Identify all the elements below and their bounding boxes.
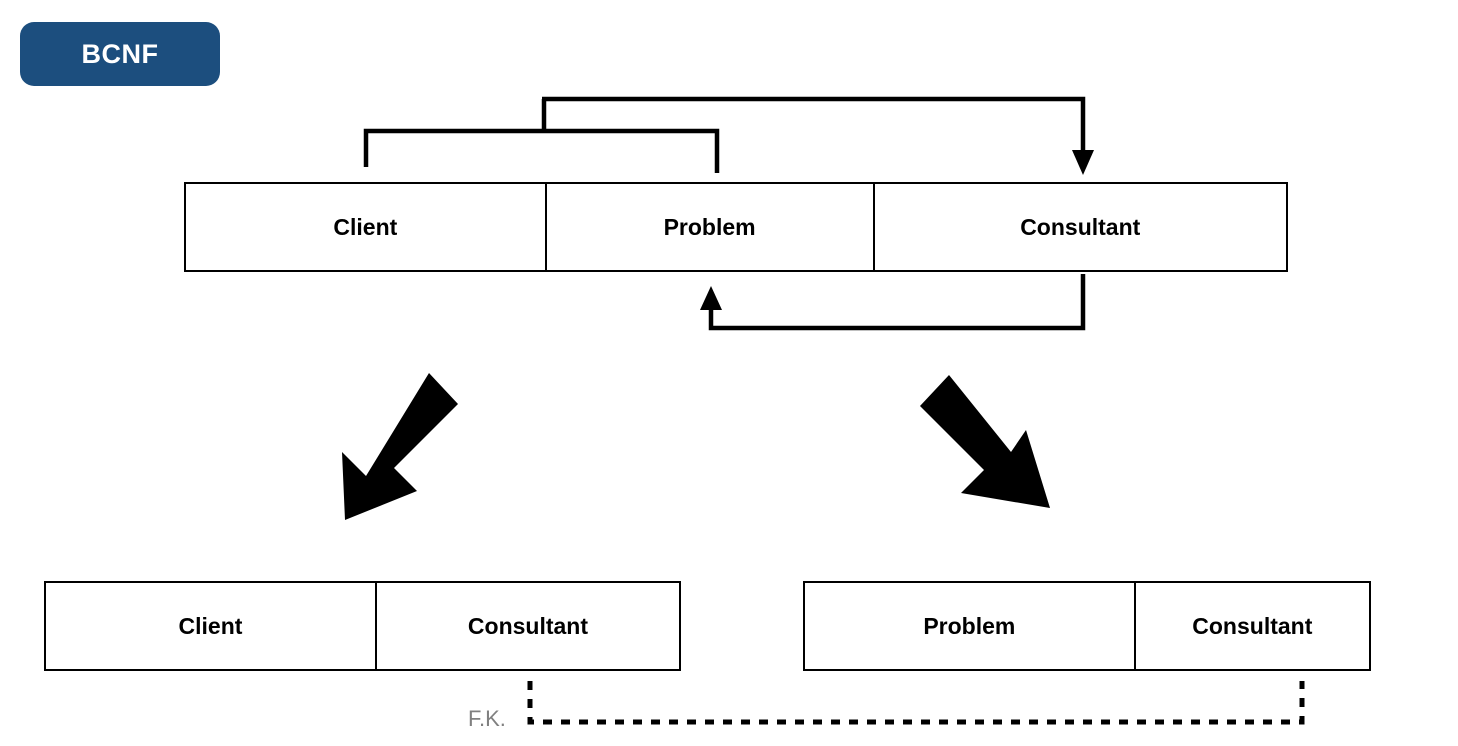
relation-main-cell-problem: Problem: [547, 184, 875, 270]
column-label: Consultant: [1192, 612, 1313, 639]
bcnf-badge: BCNF: [20, 22, 220, 86]
column-label: Consultant: [1020, 213, 1141, 240]
fd-client-problem-to-consultant: [363, 96, 1094, 175]
bcnf-badge-label: BCNF: [81, 38, 159, 69]
relation-left-cell-consultant: Consultant: [377, 583, 679, 669]
relation-right-cell-consultant: Consultant: [1136, 583, 1369, 669]
relation-right-cell-problem: Problem: [805, 583, 1136, 669]
column-label: Client: [178, 612, 243, 639]
column-label: Problem: [923, 612, 1016, 639]
decomposed-relation-left-table: Client Consultant: [44, 581, 681, 671]
column-label: Problem: [663, 213, 756, 240]
relation-main-cell-consultant: Consultant: [875, 184, 1287, 270]
relation-left-cell-client: Client: [46, 583, 377, 669]
arrowhead-up-problem: [700, 286, 722, 310]
arrow-to-right-relation: [920, 375, 1050, 508]
arrowhead-down-consultant: [1072, 150, 1094, 175]
foreign-key-connector: [527, 681, 1305, 725]
column-label: Client: [333, 213, 398, 240]
relation-main-cell-client: Client: [186, 184, 547, 270]
column-label: Consultant: [467, 612, 589, 639]
arrow-to-left-relation: [342, 373, 458, 520]
foreign-key-label: F.K.: [468, 706, 506, 731]
fd-consultant-to-problem: [700, 274, 1086, 331]
decomposed-relation-right-table: Problem Consultant: [803, 581, 1371, 671]
original-relation-table: Client Problem Consultant: [184, 182, 1288, 272]
